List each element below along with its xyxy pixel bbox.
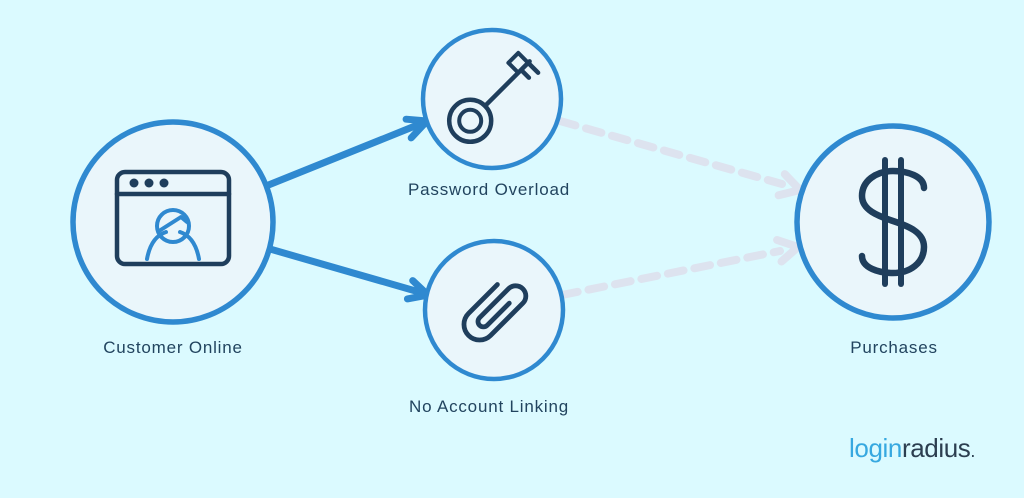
node-customer-online xyxy=(70,119,276,325)
node-purchases xyxy=(794,123,992,321)
arrow-customer-to-password xyxy=(262,115,431,190)
logo-radius-text: radius xyxy=(901,433,971,463)
dashed-arrow-linking-to-purchases xyxy=(558,236,802,299)
browser-user-icon xyxy=(114,169,232,267)
customer-online-label: Customer Online xyxy=(103,338,243,357)
node-no-account-linking xyxy=(422,238,566,382)
dollar-icon xyxy=(858,157,928,287)
paperclip-icon xyxy=(461,282,529,343)
dashed-arrow-password-to-purchases xyxy=(556,117,804,200)
key-icon xyxy=(446,50,541,145)
no-account-linking-label: No Account Linking xyxy=(409,397,569,416)
arrow-customer-to-linking xyxy=(266,245,432,303)
loginradius-logo: loginradius. xyxy=(849,433,975,464)
logo-login-text: login xyxy=(849,433,902,463)
node-password-overload xyxy=(420,27,564,171)
purchases-label: Purchases xyxy=(850,338,938,357)
password-overload-label: Password Overload xyxy=(408,180,570,199)
logo-dot: . xyxy=(970,441,975,461)
